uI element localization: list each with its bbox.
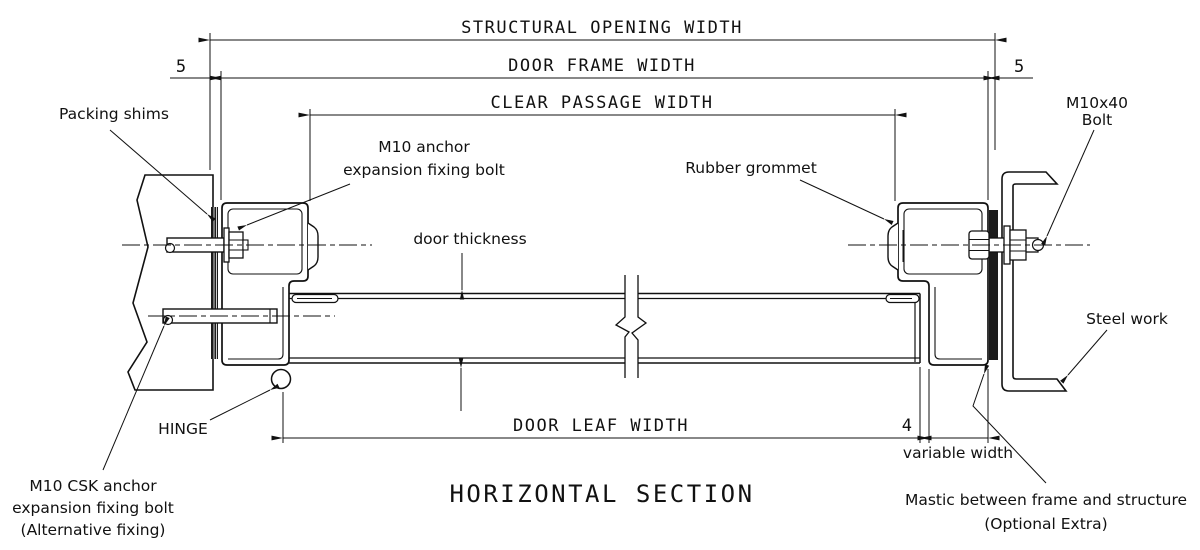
left-frame-leg-inner [228, 287, 284, 360]
hinge-knuckle [270, 368, 292, 390]
extension-lines [209, 33, 996, 443]
right-grommet [887, 222, 899, 271]
m10-anchor-bolt [164, 227, 249, 263]
label-packing-shims: Packing shims [59, 105, 169, 123]
label-m10-csk-line1: M10 CSK anchor [29, 477, 157, 495]
break-line-left [614, 275, 630, 378]
mastic-strip [989, 210, 998, 360]
packing-shims-strip [211, 207, 218, 359]
break-line-right [631, 275, 648, 378]
label-mastic-line1: Mastic between frame and structure [905, 491, 1187, 509]
csk-bolt-end [162, 314, 174, 326]
label-variable-width: variable width [903, 444, 1013, 462]
wall-outline [127, 174, 214, 391]
drawing-title: HORIZONTAL SECTION [449, 480, 754, 508]
label-m10-csk-line2: expansion fixing bolt [12, 499, 174, 517]
label-gap-left-5: 5 [176, 57, 186, 77]
door-leaf [289, 275, 921, 378]
m10-csk-anchor-bolt [162, 308, 278, 326]
leader-lines [102, 129, 1108, 484]
left-frame [221, 202, 319, 366]
label-m10x40-line2: Bolt [1082, 111, 1113, 129]
label-structural-opening-width: STRUCTURAL OPENING WIDTH [461, 18, 743, 38]
label-gap-right-5: 5 [1014, 57, 1024, 77]
label-door-leaf-width: DOOR LEAF WIDTH [513, 416, 689, 436]
label-rubber-grommet: Rubber grommet [685, 159, 817, 177]
dimension-lines [170, 37, 1033, 441]
label-door-frame-width: DOOR FRAME WIDTH [508, 56, 696, 76]
leader-mastic [972, 364, 1047, 484]
label-m10x40-line1: M10x40 [1066, 94, 1128, 112]
label-mastic-line2: (Optional Extra) [984, 515, 1107, 533]
leader-m10-anchor [237, 183, 351, 231]
shims-fill [211, 207, 218, 359]
label-gap-leaf-4: 4 [902, 416, 912, 436]
leader-steel-work [1060, 329, 1108, 384]
right-frame [887, 202, 989, 366]
right-frame-leg-inner [934, 287, 982, 360]
leader-rubber-grommet [799, 179, 894, 225]
label-hinge: HINGE [158, 420, 208, 438]
leader-m10-csk [102, 316, 170, 471]
label-steel-work: Steel work [1086, 310, 1168, 328]
label-clear-passage-width: CLEAR PASSAGE WIDTH [491, 93, 714, 113]
centerlines [122, 244, 1090, 317]
left-frame-outline [221, 202, 309, 366]
leader-packing-shims [109, 129, 216, 222]
leader-m10x40-bolt [1041, 129, 1095, 246]
right-frame-outline [897, 202, 989, 366]
left-grommet [307, 222, 319, 271]
label-m10-anchor-line2: expansion fixing bolt [343, 161, 505, 179]
leader-hinge [209, 383, 280, 421]
wall-structure [127, 174, 214, 391]
label-m10-csk-line3: (Alternative fixing) [21, 521, 166, 539]
steel-work-channel [1001, 171, 1068, 392]
label-door-thickness: door thickness [413, 230, 526, 248]
label-m10-anchor-line1: M10 anchor [378, 138, 470, 156]
anchor-bolt-end [164, 242, 176, 254]
